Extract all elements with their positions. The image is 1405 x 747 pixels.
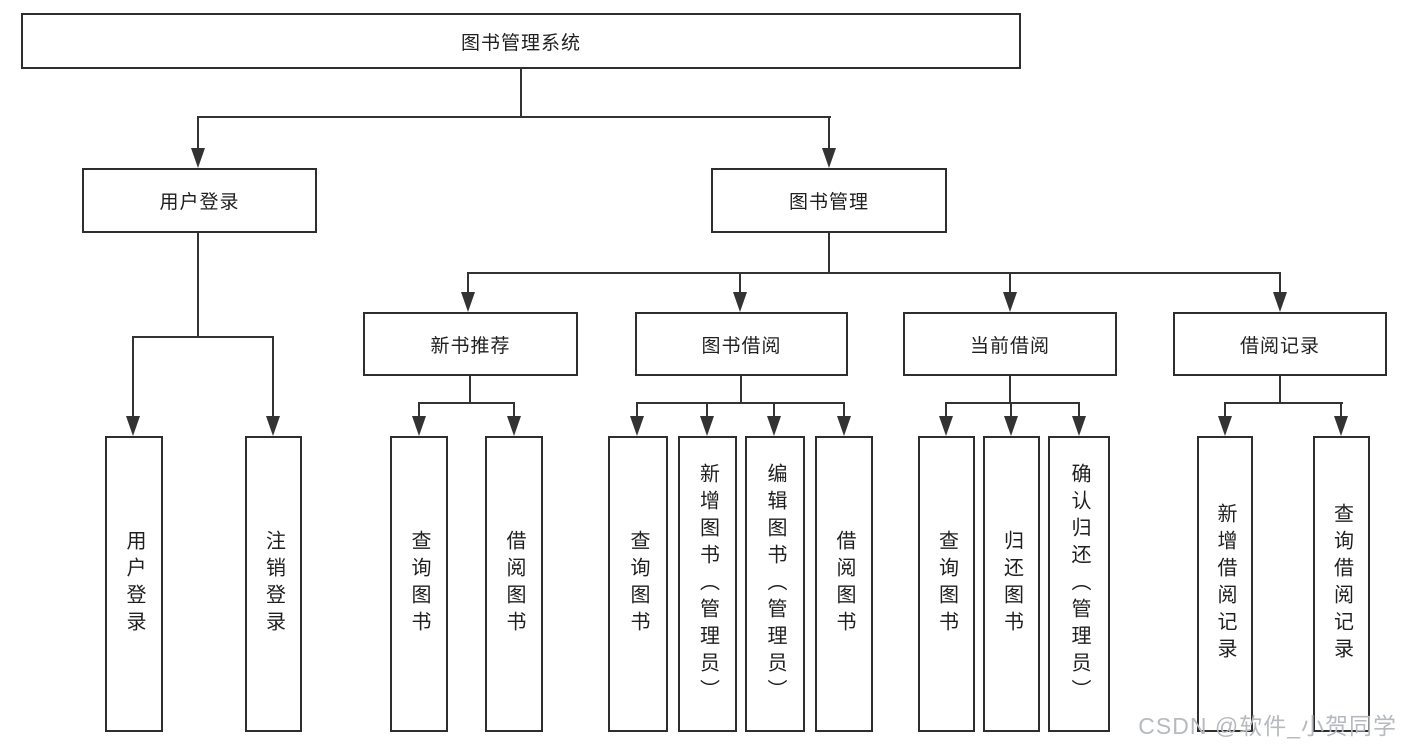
connector-vline — [1340, 402, 1342, 418]
connector-vline — [132, 336, 134, 417]
connector-vline — [1279, 272, 1281, 294]
node-label: 用户登录 — [159, 192, 240, 213]
node-new-book-recommend: 新书推荐 — [363, 312, 578, 376]
node-leaf-edit-book-admin: 编辑图书（管理员） — [745, 436, 805, 732]
connector-vline — [828, 116, 830, 150]
node-leaf-user-login: 用户登录 — [105, 436, 163, 732]
arrowhead-icon — [461, 292, 475, 312]
node-label: 查询借阅记录 — [1330, 503, 1353, 665]
arrowhead-icon — [507, 416, 521, 436]
node-leaf-add-borrow-record: 新增借阅记录 — [1197, 436, 1253, 732]
connector-vline — [197, 233, 199, 337]
connector-vline — [843, 402, 845, 418]
connector-vline — [418, 402, 420, 418]
arrowhead-icon — [733, 292, 747, 312]
node-current-borrowing: 当前借阅 — [903, 312, 1117, 376]
node-leaf-query-books-recommend: 查询图书 — [390, 436, 448, 732]
connector-hline — [636, 402, 845, 404]
arrowhead-icon — [1218, 416, 1232, 436]
node-leaf-confirm-return-admin: 确认归还（管理员） — [1048, 436, 1110, 732]
node-label: 图书借阅 — [701, 335, 782, 357]
node-book-management: 图书管理 — [711, 168, 947, 233]
connector-vline — [740, 376, 742, 404]
arrowhead-icon — [191, 148, 205, 168]
connector-vline — [706, 402, 708, 418]
node-label: 用户登录 — [123, 530, 145, 638]
connector-vline — [945, 402, 947, 418]
connector-vline — [1009, 272, 1011, 294]
connector-vline — [197, 116, 199, 150]
connector-vline — [1078, 402, 1080, 418]
node-leaf-add-book-admin: 新增图书（管理员） — [678, 436, 737, 732]
connector-vline — [1279, 376, 1281, 404]
arrowhead-icon — [767, 416, 781, 436]
node-label: 注销登录 — [262, 530, 285, 638]
node-borrowing-records: 借阅记录 — [1173, 312, 1387, 376]
arrowhead-icon — [630, 416, 644, 436]
node-label: 查询图书 — [408, 530, 430, 638]
connector-vline — [513, 402, 515, 418]
connector-hline — [418, 402, 515, 404]
connector-vline — [1009, 376, 1011, 404]
node-root: 图书管理系统 — [21, 13, 1021, 69]
node-label: 借阅图书 — [833, 530, 855, 638]
connector-vline — [272, 336, 274, 417]
node-label: 借阅图书 — [503, 530, 525, 638]
node-label: 编辑图书（管理员） — [764, 462, 786, 706]
arrowhead-icon — [266, 416, 280, 436]
node-label: 新书推荐 — [430, 335, 511, 357]
connector-vline — [469, 376, 471, 404]
arrowhead-icon — [837, 416, 851, 436]
node-leaf-borrow-books-recommend: 借阅图书 — [485, 436, 543, 732]
connector-vline — [739, 272, 741, 294]
node-label: 新增借阅记录 — [1214, 503, 1236, 665]
node-leaf-return-book: 归还图书 — [983, 436, 1040, 732]
node-label: 查询图书 — [627, 530, 649, 638]
connector-vline — [636, 402, 638, 418]
arrowhead-icon — [1273, 292, 1287, 312]
connector-vline — [520, 68, 522, 117]
node-label: 归还图书 — [1000, 530, 1023, 638]
connector-hline — [467, 272, 1281, 274]
arrowhead-icon — [1004, 416, 1018, 436]
connector-hline — [197, 116, 831, 118]
node-leaf-borrow-books-borrowing: 借阅图书 — [815, 436, 873, 732]
node-label: 图书管理 — [788, 192, 869, 213]
arrowhead-icon — [126, 416, 140, 436]
node-label: 当前借阅 — [969, 335, 1050, 357]
node-leaf-logout: 注销登录 — [245, 436, 302, 732]
arrowhead-icon — [1334, 416, 1348, 436]
node-label: 确认归还（管理员） — [1068, 462, 1090, 706]
connector-hline — [945, 402, 1080, 404]
connector-vline — [1224, 402, 1226, 418]
node-user-login: 用户登录 — [82, 168, 317, 233]
arrowhead-icon — [1003, 292, 1017, 312]
connector-vline — [773, 402, 775, 418]
csdn-watermark: CSDN @软件_小贺同学 — [1138, 713, 1397, 739]
node-label: 查询图书 — [935, 530, 958, 638]
node-leaf-query-books-current: 查询图书 — [918, 436, 975, 732]
node-root-label: 图书管理系统 — [460, 32, 581, 54]
connector-vline — [828, 233, 830, 273]
node-book-borrowing: 图书借阅 — [635, 312, 848, 376]
connector-vline — [1010, 402, 1012, 418]
node-leaf-query-borrow-record: 查询借阅记录 — [1313, 436, 1370, 732]
connector-hline — [132, 336, 274, 338]
arrowhead-icon — [1072, 416, 1086, 436]
node-label: 借阅记录 — [1239, 335, 1320, 357]
connector-vline — [467, 272, 469, 294]
node-leaf-query-books-borrowing: 查询图书 — [608, 436, 668, 732]
arrowhead-icon — [700, 416, 714, 436]
arrowhead-icon — [939, 416, 953, 436]
arrowhead-icon — [412, 416, 426, 436]
connector-hline — [1224, 402, 1343, 404]
node-label: 新增图书（管理员） — [696, 462, 719, 706]
arrowhead-icon — [822, 148, 836, 168]
